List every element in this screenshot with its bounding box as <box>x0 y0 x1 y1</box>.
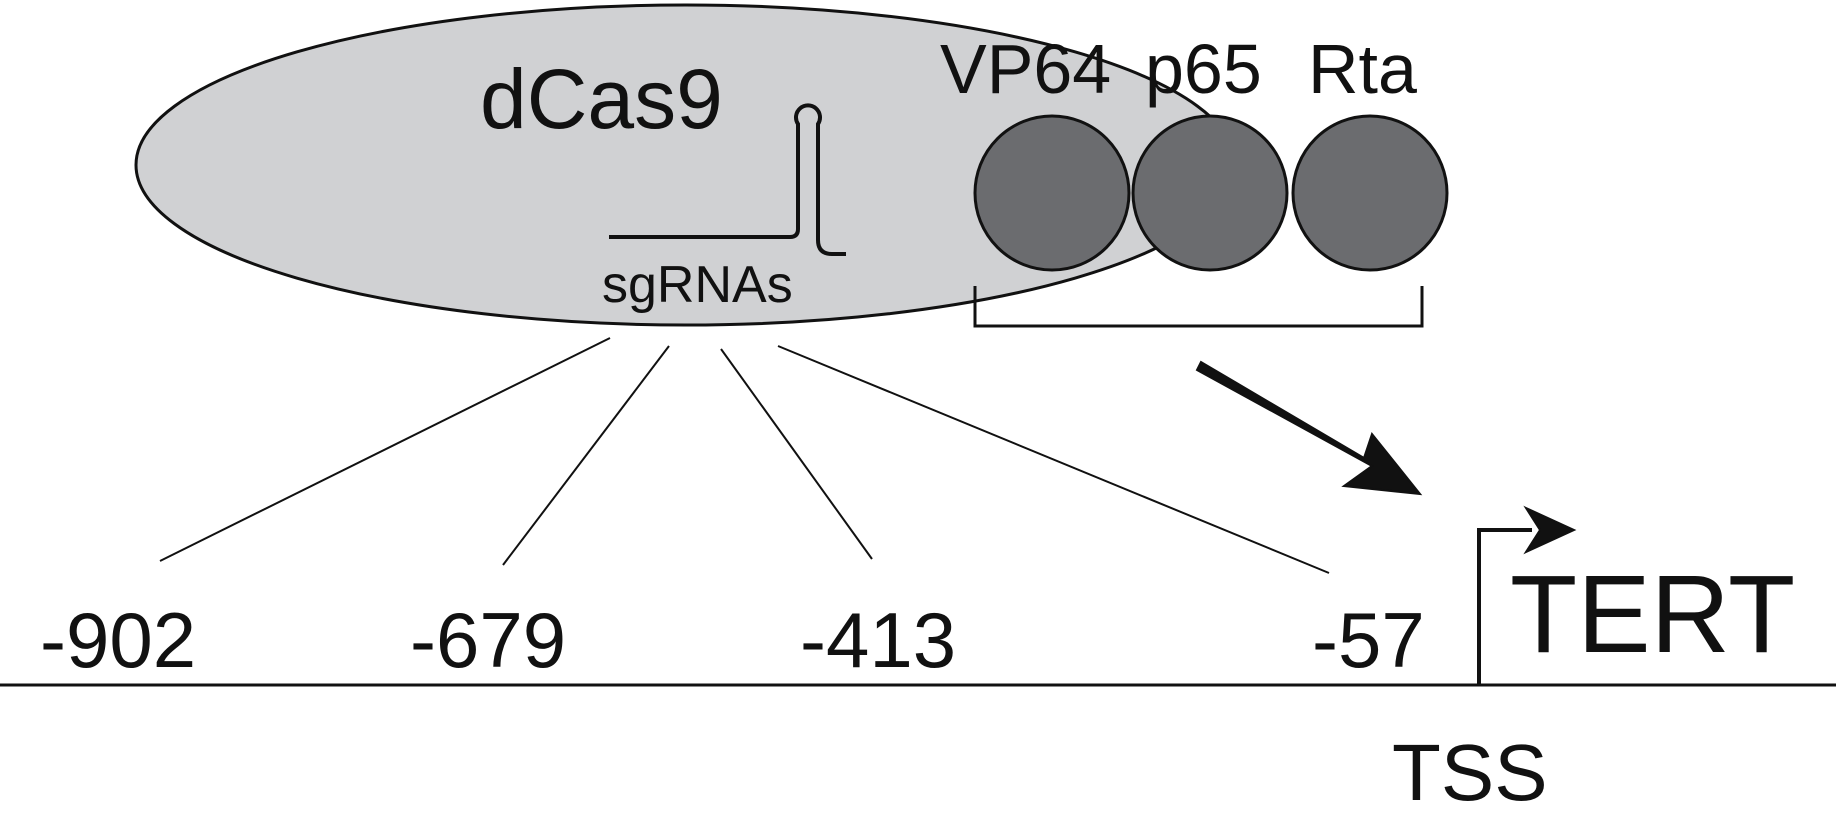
sgrna-label: sgRNAs <box>602 256 793 314</box>
target-line-413 <box>720 348 873 560</box>
dcas9-label: dCas9 <box>480 52 723 146</box>
target-line-679 <box>502 345 670 566</box>
position-label-413: -413 <box>800 596 956 684</box>
tss-arrow-icon <box>1477 528 1532 685</box>
domain-circle-vp64 <box>973 114 1131 272</box>
tss-arrowhead-icon <box>1523 505 1577 555</box>
activation-arrow-icon <box>1195 360 1423 496</box>
tss-label: TSS <box>1392 728 1548 817</box>
activation-domains <box>973 114 1449 272</box>
domain-circle-rta <box>1291 114 1449 272</box>
domain-label-vp64: VP64 <box>940 30 1111 108</box>
domain-label-rta: Rta <box>1308 30 1417 108</box>
position-label-902: -902 <box>40 596 196 684</box>
gene-label: TERT <box>1510 553 1795 676</box>
target-line-902 <box>159 337 611 562</box>
domain-label-p65: p65 <box>1145 30 1262 108</box>
domain-bracket <box>973 286 1424 328</box>
position-label-57: -57 <box>1312 596 1425 684</box>
sgrna-hairpin-icon <box>609 103 846 256</box>
domain-circle-p65 <box>1131 114 1289 272</box>
sgrna-target-lines <box>159 337 1330 574</box>
position-label-679: -679 <box>410 596 566 684</box>
target-line-57 <box>777 345 1330 574</box>
